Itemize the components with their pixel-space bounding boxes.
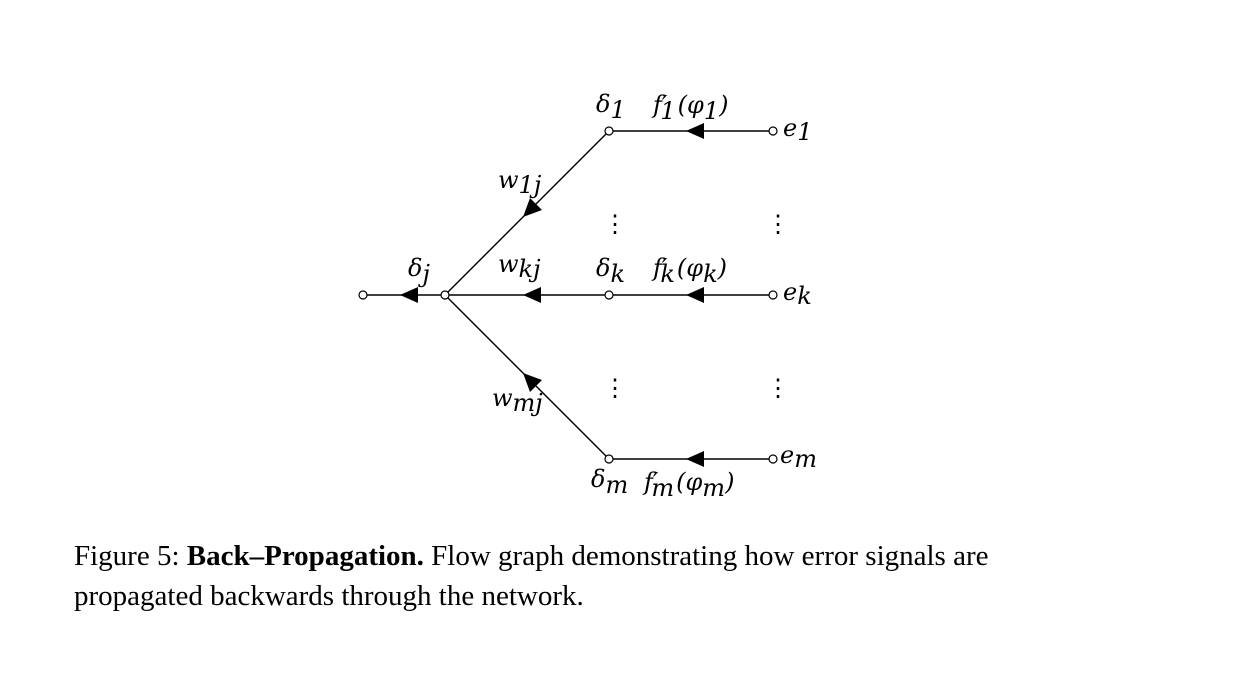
node-output — [358, 290, 368, 300]
figure-caption: Figure 5: Back–Propagation. Flow graph d… — [74, 536, 1124, 616]
caption-title: Back–Propagation. — [186, 540, 424, 572]
node-m — [604, 454, 614, 464]
label-delta-j: δj — [408, 254, 430, 288]
label-w-1j: w1j — [498, 166, 542, 199]
vdots-lower-right: ⋮ — [766, 374, 790, 402]
flow-graph: δj δ1 δk δm e1 ek em w1j wkj wmj f′1(φ1)… — [358, 90, 817, 502]
node-em — [768, 454, 778, 464]
node-ek — [768, 290, 778, 300]
label-e-k: ek — [783, 278, 812, 310]
arrowhead-wmj — [523, 373, 542, 392]
node-e1 — [768, 126, 778, 136]
caption-text: Flow graph demonstrating how error signa… — [74, 540, 989, 612]
label-w-kj: wkj — [498, 250, 541, 283]
vdots-upper-right: ⋮ — [766, 210, 790, 238]
caption-prefix: Figure 5: — [74, 540, 187, 572]
label-delta-k: δk — [596, 254, 625, 288]
arrowhead-wkj — [523, 287, 541, 303]
vdots-upper-middle: ⋮ — [603, 210, 627, 238]
arrowhead-w1j — [523, 198, 542, 217]
label-w-mj: wmj — [492, 384, 543, 417]
node-k — [604, 290, 614, 300]
label-e-1: e1 — [783, 114, 812, 146]
label-f-m: f′m(φm) — [642, 468, 734, 502]
label-f-k: f′k(φk) — [651, 254, 727, 288]
arrowhead-fm — [686, 451, 704, 467]
vdots-lower-middle: ⋮ — [603, 374, 627, 402]
node-j — [440, 290, 450, 300]
label-e-m: em — [780, 441, 817, 473]
arrowhead-output — [400, 287, 418, 303]
label-delta-1: δ1 — [596, 90, 626, 124]
node-1 — [604, 126, 614, 136]
label-delta-m: δm — [591, 465, 628, 499]
arrowhead-fk — [686, 287, 704, 303]
arrowhead-f1 — [686, 123, 704, 139]
label-f-1: f′1(φ1) — [651, 91, 728, 125]
